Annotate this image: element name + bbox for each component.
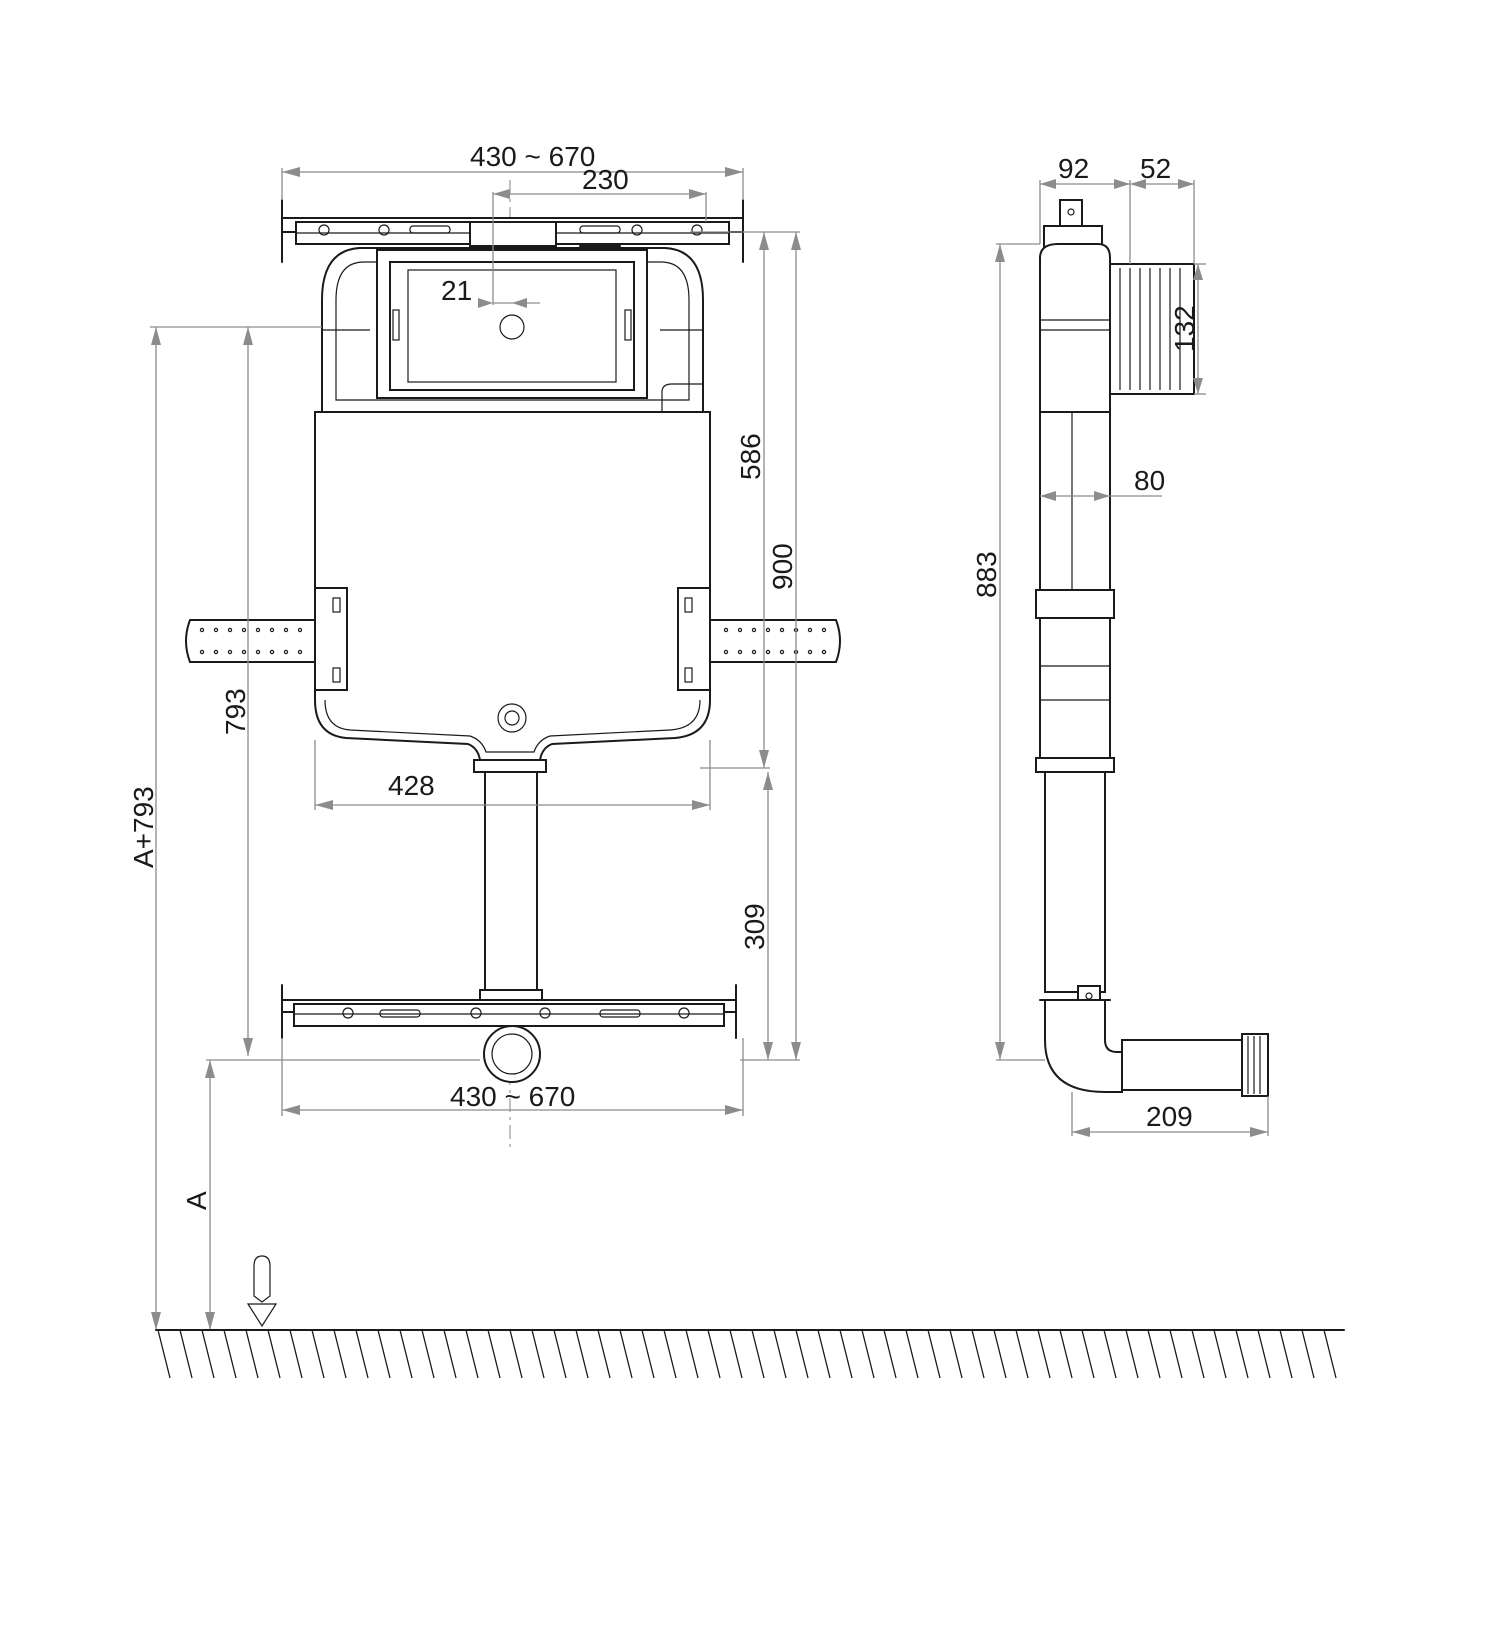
- hatch-stroke: [289, 1329, 303, 1379]
- hatch-stroke: [399, 1329, 413, 1379]
- dim-outlet-offset: 21: [441, 275, 472, 306]
- hatch-stroke: [1147, 1329, 1161, 1379]
- side-dimensions: 92 52 132 80 883: [971, 153, 1269, 1137]
- cistern-tank: [314, 411, 711, 761]
- hatch-stroke: [927, 1329, 941, 1379]
- hatch-stroke: [905, 1329, 919, 1379]
- hatch-stroke: [1191, 1329, 1205, 1379]
- hatch-stroke: [1279, 1329, 1293, 1379]
- hatch-stroke: [223, 1329, 237, 1379]
- side-mounting-brackets: [185, 619, 841, 663]
- hatch-stroke: [1059, 1329, 1073, 1379]
- dim-bracket-spacing: 230: [582, 164, 629, 195]
- hatch-stroke: [509, 1329, 523, 1379]
- hatch-stroke: [839, 1329, 853, 1379]
- side-drain-pipe: [1044, 771, 1106, 993]
- dim-side-depth-52: 52: [1140, 153, 1171, 184]
- hatch-stroke: [531, 1329, 545, 1379]
- hatch-stroke: [1037, 1329, 1051, 1379]
- hatch-stroke: [685, 1329, 699, 1379]
- hatch-stroke: [245, 1329, 259, 1379]
- hatch-stroke: [597, 1329, 611, 1379]
- dim-height-309: 309: [739, 903, 770, 950]
- hatch-stroke: [993, 1329, 1007, 1379]
- bottom-mounting-bracket: [281, 984, 737, 1083]
- hatch-stroke: [663, 1329, 677, 1379]
- front-drain-pipe: [473, 759, 547, 1001]
- hatch-stroke: [553, 1329, 567, 1379]
- dim-pipe-width: 80: [1134, 465, 1165, 496]
- top-mounting-bracket: [281, 199, 744, 263]
- hatch-stroke: [619, 1329, 633, 1379]
- hatch-stroke: [1235, 1329, 1249, 1379]
- dim-floor-to-top: A+793: [128, 786, 159, 868]
- hatch-stroke: [465, 1329, 479, 1379]
- hatch-stroke: [883, 1329, 897, 1379]
- dim-height-793: 793: [220, 688, 251, 735]
- hatch-stroke: [773, 1329, 787, 1379]
- hatch-stroke: [751, 1329, 765, 1379]
- hatch-stroke: [729, 1329, 743, 1379]
- hatch-stroke: [641, 1329, 655, 1379]
- front-view: 430 ~ 670 230 21 586: [128, 141, 841, 1330]
- hatch-stroke: [355, 1329, 369, 1379]
- hatch-stroke: [817, 1329, 831, 1379]
- hatch-stroke: [487, 1329, 501, 1379]
- dim-side-depth-92: 92: [1058, 153, 1089, 184]
- hatch-stroke: [795, 1329, 809, 1379]
- hatch-stroke: [1323, 1329, 1337, 1379]
- dim-floor-offset: A: [181, 1191, 212, 1210]
- dim-tank-width: 428: [388, 770, 435, 801]
- hatch-stroke: [1015, 1329, 1029, 1379]
- side-view: 92 52 132 80 883: [971, 153, 1269, 1137]
- dim-height-586: 586: [735, 433, 766, 480]
- hatch-stroke: [949, 1329, 963, 1379]
- hatch-stroke: [1257, 1329, 1271, 1379]
- dim-flange-height: 132: [1169, 305, 1200, 352]
- hatch-stroke: [1081, 1329, 1095, 1379]
- hatch-stroke: [267, 1329, 281, 1379]
- hatch-stroke: [179, 1329, 193, 1379]
- hatch-stroke: [861, 1329, 875, 1379]
- dim-front-top-width: 430 ~ 670: [470, 141, 595, 172]
- cistern-head: [321, 245, 704, 413]
- dim-height-900: 900: [767, 543, 798, 590]
- hatch-stroke: [971, 1329, 985, 1379]
- dim-front-bottom-width: 430 ~ 670: [450, 1081, 575, 1112]
- floor-hatching: [155, 1329, 1345, 1379]
- hatch-stroke: [333, 1329, 347, 1379]
- front-dimensions: 430 ~ 670 230 21 586: [128, 141, 801, 1330]
- hatch-stroke: [311, 1329, 325, 1379]
- side-elbow: [1044, 999, 1123, 1093]
- hatch-stroke: [1103, 1329, 1117, 1379]
- floor-level-marker: [246, 1255, 278, 1328]
- hatch-stroke: [1169, 1329, 1183, 1379]
- hatch-stroke: [1301, 1329, 1315, 1379]
- dim-side-height: 883: [971, 551, 1002, 598]
- hatch-stroke: [707, 1329, 721, 1379]
- dim-elbow-length: 209: [1146, 1101, 1193, 1132]
- hatch-stroke: [201, 1329, 215, 1379]
- hatch-stroke: [421, 1329, 435, 1379]
- hatch-stroke: [443, 1329, 457, 1379]
- hatch-stroke: [1213, 1329, 1227, 1379]
- hatch-stroke: [575, 1329, 589, 1379]
- hatch-stroke: [1125, 1329, 1139, 1379]
- hatch-stroke: [377, 1329, 391, 1379]
- hatch-stroke: [157, 1329, 171, 1379]
